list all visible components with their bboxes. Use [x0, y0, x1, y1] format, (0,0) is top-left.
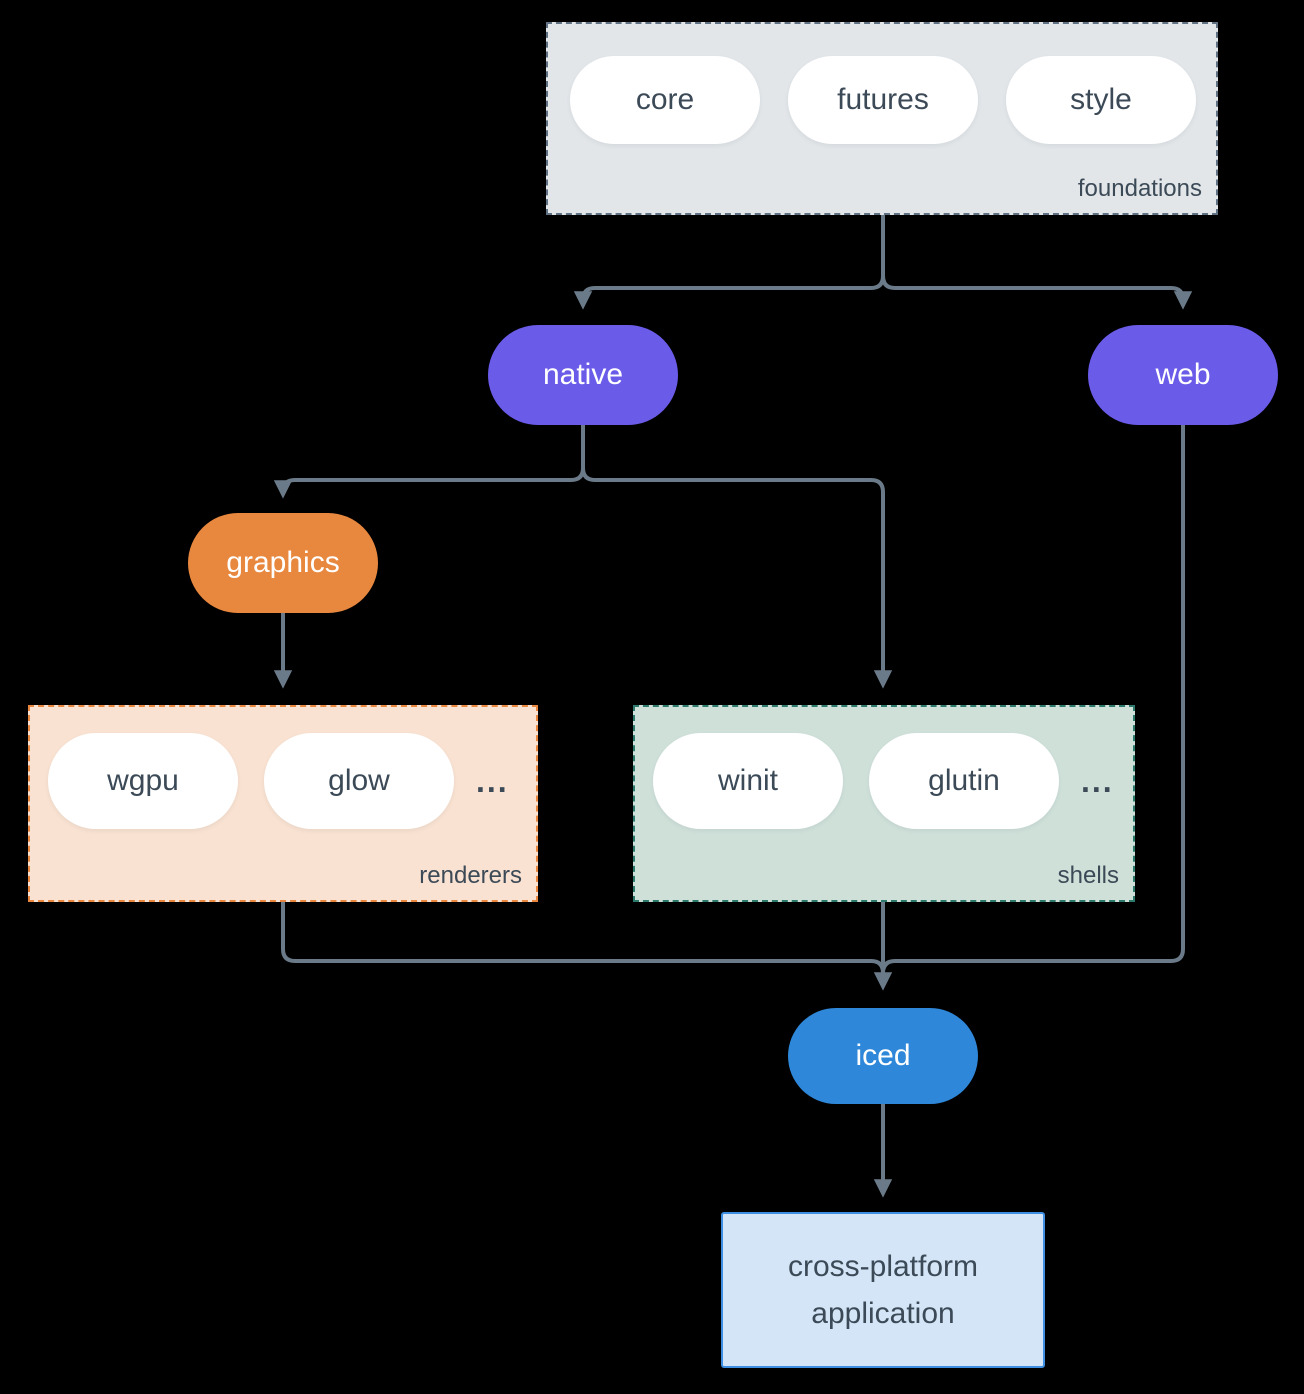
edge-foundations-web — [881, 215, 1193, 310]
pill-futures: futures — [788, 56, 978, 144]
foundations-label: foundations — [1077, 175, 1202, 202]
renderers-ellipsis: ... — [476, 762, 509, 799]
pill-style: style — [1006, 56, 1196, 144]
shells-label: shells — [1057, 862, 1119, 889]
pill-glow: glow — [264, 733, 454, 829]
node-iced: iced — [788, 1008, 978, 1104]
renderers-label: renderers — [419, 862, 522, 889]
application-label-line1: cross-platform — [787, 1250, 979, 1283]
pill-wgpu: wgpu — [48, 733, 238, 829]
node-graphics: graphics — [188, 513, 378, 613]
foundations-pill-row: core futures style — [570, 56, 1196, 144]
edge-native-graphics — [273, 425, 585, 499]
pill-glutin: glutin — [869, 733, 1059, 829]
pill-core: core — [570, 56, 760, 144]
application-label-line2: application — [811, 1297, 955, 1330]
edge-foundations-native — [573, 215, 885, 310]
node-web: web — [1088, 325, 1278, 425]
group-shells: winit glutin ... shells — [633, 705, 1135, 902]
node-native: native — [488, 325, 678, 425]
pill-winit: winit — [653, 733, 843, 829]
edge-native-shells — [581, 425, 893, 689]
renderers-pill-row: wgpu glow ... — [48, 733, 509, 829]
shells-pill-row: winit glutin ... — [653, 733, 1114, 829]
group-foundations: core futures style foundations — [546, 22, 1218, 215]
node-cross-platform-application: cross-platform application — [721, 1212, 1045, 1368]
edge-renderers-iced — [281, 902, 885, 975]
group-renderers: wgpu glow ... renderers — [28, 705, 538, 902]
shells-ellipsis: ... — [1081, 762, 1114, 799]
